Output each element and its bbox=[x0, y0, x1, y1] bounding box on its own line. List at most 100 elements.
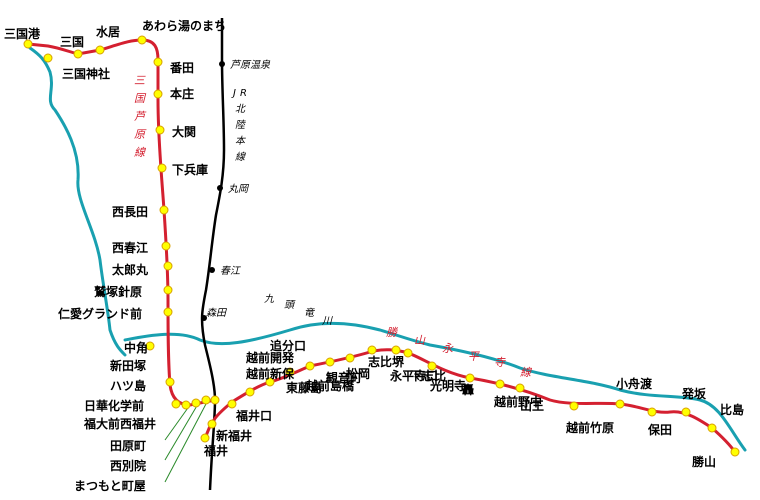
jr-stations: 芦原温泉 丸岡 春江 森田 bbox=[201, 59, 271, 321]
station-echizen-shimabashi: 越前島橋 bbox=[305, 378, 355, 393]
eiheiji-line-char: 山 bbox=[414, 334, 426, 347]
station-shin-tawaratsuka: 新田塚 bbox=[110, 358, 146, 373]
jr-station-morita: 森田 bbox=[206, 307, 227, 319]
station-dot bbox=[153, 57, 163, 67]
station-nishi-harue: 西春江 bbox=[112, 240, 148, 255]
station-dot bbox=[163, 307, 173, 317]
station-banden: 番田 bbox=[169, 60, 194, 75]
station-shimohyogo: 下兵庫 bbox=[172, 162, 208, 177]
jr-station-dot-morita bbox=[201, 315, 207, 321]
station-shihiguro: 志比堺 bbox=[368, 354, 405, 369]
mikuni-line-char: 国 bbox=[134, 92, 147, 105]
mikuni-line-char: 原 bbox=[134, 128, 147, 141]
station-dot bbox=[730, 447, 740, 457]
station-kannon-machi: 観音町 bbox=[326, 370, 362, 385]
station-mikuni-minato: 三国港 bbox=[4, 26, 41, 41]
station-dot bbox=[707, 423, 717, 433]
station-matsuoka: 松岡 bbox=[346, 366, 370, 381]
leader-lines bbox=[164, 401, 208, 483]
jr-station-dot-harue bbox=[209, 267, 215, 273]
station-dot bbox=[165, 377, 175, 387]
station-hachiman-jima: ハツ島 bbox=[110, 378, 146, 393]
station-dot bbox=[191, 398, 201, 408]
station-dot bbox=[145, 341, 155, 351]
station-dot bbox=[153, 89, 163, 99]
jr-line-char: 北 bbox=[235, 103, 246, 115]
station-dot bbox=[137, 35, 147, 45]
station-dot bbox=[43, 53, 53, 63]
jr-station-harue: 春江 bbox=[220, 265, 241, 277]
station-nakatsuno: 中角 bbox=[124, 340, 148, 355]
station-eiheiji-guchi: 永平寺口 bbox=[389, 368, 438, 383]
station-hijima: 比島 bbox=[720, 402, 744, 417]
station-nishi-nagata: 西長田 bbox=[112, 204, 148, 219]
jr-station-maruoka: 丸岡 bbox=[228, 183, 250, 195]
station-dot bbox=[305, 361, 315, 371]
station-dot bbox=[161, 241, 171, 251]
mikuni-awara-station-labels: 三国港 三国 水居 あわら湯のまち 三国神社 番田 本庄 大関 下兵庫 西長田 … bbox=[4, 18, 226, 493]
eiheiji-line-char: 線 bbox=[520, 366, 533, 379]
station-mikuni-jinja: 三国神社 bbox=[62, 66, 110, 81]
jr-station-awara-onsen: 芦原温泉 bbox=[230, 59, 271, 71]
station-shin-fukui: 新福井 bbox=[216, 428, 252, 443]
station-dot bbox=[163, 285, 173, 295]
jr-line-name: J R 北 陸 本 線 bbox=[231, 88, 247, 163]
station-dot bbox=[95, 45, 105, 55]
station-dot bbox=[391, 345, 401, 355]
station-dot bbox=[569, 401, 579, 411]
station-dot bbox=[200, 433, 210, 443]
station-dot bbox=[647, 407, 657, 417]
station-dot bbox=[210, 395, 220, 405]
river-char: 川 bbox=[322, 316, 333, 327]
station-nikka-kagaku-mae: 日華化学前 bbox=[84, 398, 144, 413]
station-hossaka: 発坂 bbox=[681, 386, 707, 401]
station-dot bbox=[163, 261, 173, 271]
mikuni-line-char: 芦 bbox=[134, 110, 147, 123]
station-oikamiguchi: 追分口 bbox=[270, 338, 306, 353]
station-fukudai-mae-nishi-fukui: 福大前西福井 bbox=[83, 416, 156, 431]
station-dot bbox=[171, 399, 181, 409]
eiheiji-line-name: 勝 山 永 平 寺 線 bbox=[386, 326, 533, 379]
station-dot bbox=[181, 400, 191, 410]
leader-line bbox=[164, 404, 191, 441]
station-tahara-machi: 田原町 bbox=[110, 439, 146, 453]
station-dot bbox=[157, 163, 167, 173]
station-sanno: 山王 bbox=[520, 398, 544, 413]
eiheiji-line-char: 永 bbox=[442, 342, 454, 355]
station-sagizuka-haribara: 鷲塚針原 bbox=[94, 284, 142, 299]
station-todoroki: 轟 bbox=[462, 382, 474, 397]
station-dot bbox=[345, 353, 355, 363]
river-name: 九 頭 竜 川 bbox=[264, 293, 333, 327]
station-echizen-noriaka: 越前野中 bbox=[493, 394, 542, 409]
eiheiji-station-labels: 福井 新福井 福井口 越前開発 越前新保 追分口 東藤島 越前島橋 観音町 松岡… bbox=[203, 338, 744, 469]
station-honjo: 本庄 bbox=[170, 86, 194, 101]
river-char: 竜 bbox=[304, 307, 315, 319]
eiheiji-line-char: 寺 bbox=[494, 356, 506, 369]
station-echizen-kaihotsu: 越前開発 bbox=[245, 350, 295, 365]
station-dot bbox=[465, 373, 475, 383]
station-oozeki: 大関 bbox=[172, 124, 196, 139]
station-dot bbox=[427, 361, 437, 371]
station-dot bbox=[155, 125, 165, 135]
station-dot bbox=[515, 383, 525, 393]
station-dot bbox=[23, 39, 33, 49]
station-dot bbox=[615, 399, 625, 409]
station-echizen-takehara: 越前竹原 bbox=[565, 420, 614, 435]
station-komyoji: 光明寺 bbox=[429, 378, 466, 393]
station-mizui: 水居 bbox=[96, 24, 120, 39]
mikuni-line-char: 三 bbox=[134, 74, 146, 87]
station-dot bbox=[73, 49, 83, 59]
jr-line-char: 線 bbox=[235, 151, 246, 163]
station-dot bbox=[403, 348, 413, 358]
eiheiji-line-char: 勝 bbox=[386, 326, 399, 339]
station-dot bbox=[367, 345, 377, 355]
station-katsuyama: 勝山 bbox=[692, 454, 716, 469]
jr-line-char: J bbox=[231, 88, 236, 99]
station-nishi-betsuin: 西別院 bbox=[110, 458, 146, 473]
station-awara-yunomachi: あわら湯のまち bbox=[142, 18, 226, 33]
station-tarohmaru: 太郎丸 bbox=[112, 262, 149, 277]
river-char: 頭 bbox=[284, 300, 296, 311]
station-echizen-shinbo: 越前新保 bbox=[245, 366, 295, 381]
jr-station-dot-maruoka bbox=[217, 185, 223, 191]
jr-line-char: 本 bbox=[235, 135, 246, 147]
